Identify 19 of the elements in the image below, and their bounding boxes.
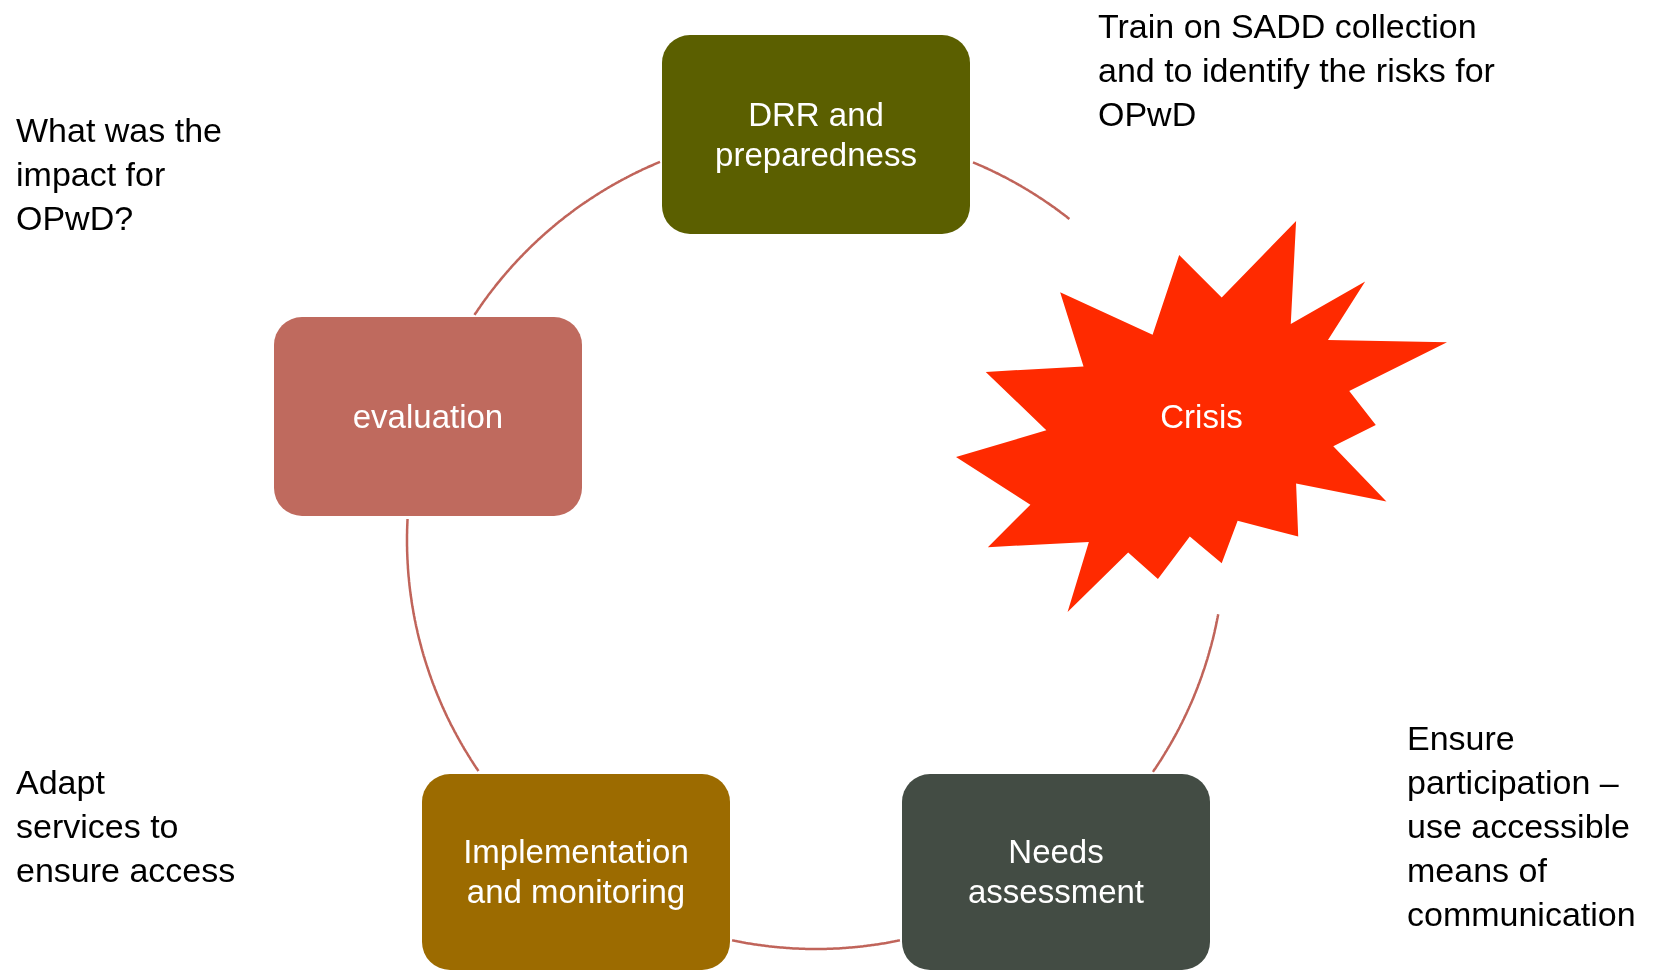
annotation-text: Train on SADD collection and to identify the risks for OPwD — [1098, 6, 1496, 135]
cycle-connector — [405, 518, 480, 772]
process-box — [662, 35, 970, 234]
crisis-starburst — [956, 221, 1447, 612]
process-box — [902, 774, 1210, 970]
cycle-connector — [731, 939, 901, 951]
node-label: Crisis — [1160, 396, 1243, 437]
cycle-connector — [473, 160, 661, 316]
annotation-text: Adapt services to ensure access — [16, 762, 236, 891]
process-box — [274, 317, 582, 516]
annotation-text: What was the impact for OPwD? — [16, 110, 223, 239]
node-label: Implementation and monitoring — [462, 832, 690, 912]
annotation-text: Ensure participation – use accessible means of communication — [1407, 718, 1637, 935]
node-label: Needs assessment — [966, 832, 1146, 912]
node-label: DRR and preparedness — [714, 94, 918, 175]
cycle-connector — [972, 161, 1071, 220]
process-box — [422, 774, 730, 970]
cycle-connector — [1151, 613, 1220, 773]
node-label: evaluation — [352, 396, 504, 437]
